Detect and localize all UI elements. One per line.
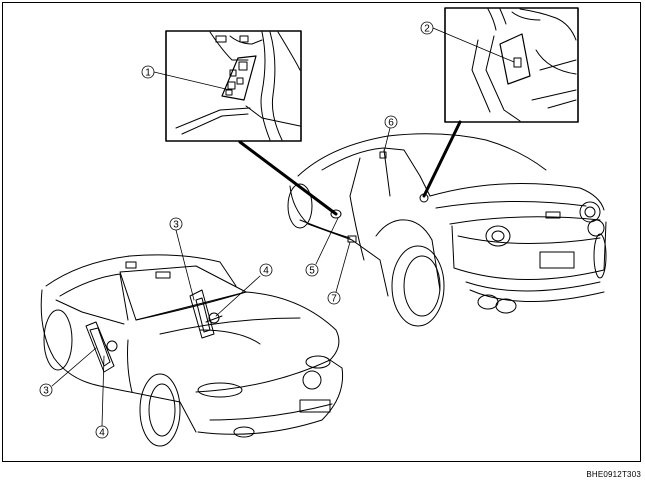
rear-car-illustration [287,133,607,327]
callout-3-upper-number: 3 [173,220,179,231]
callout-numbers: 1 2 3 3 4 4 5 6 7 [43,24,430,439]
inset-driver-switch [165,30,302,142]
callout-3-lower-number: 3 [43,386,49,397]
reference-code: BHE0912T303 [586,470,641,479]
callout-2-number: 2 [424,24,430,35]
callout-1-number: 1 [145,68,151,79]
callout-5-number: 5 [309,266,315,277]
callout-7-number: 7 [331,294,337,305]
diagram-frame [2,2,641,462]
callouts [39,21,515,439]
callout-4-upper-number: 4 [263,266,269,277]
front-car-illustration [40,254,344,447]
inset-passenger-switch [444,7,579,123]
callout-4-lower-number: 4 [99,428,105,439]
callout-6-number: 6 [388,118,394,129]
